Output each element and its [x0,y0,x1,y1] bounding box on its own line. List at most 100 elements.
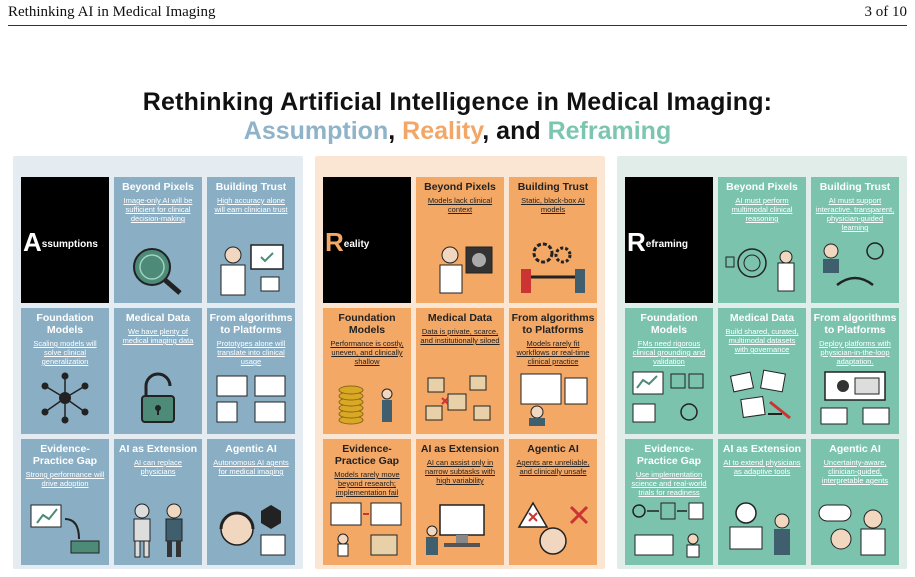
card-foundation-models: Foundation Models FMs need rigorous clin… [625,308,713,434]
computer-workstation-icon [426,504,485,555]
card-algorithms-platforms: From algorithms to Platforms Deploy plat… [811,308,899,434]
doctor-screen-icon [220,244,284,296]
card-title: Building Trust [819,181,891,193]
card-algorithms-platforms: From algorithms to Platforms Prototypes … [207,308,295,434]
card-title: Medical Data [125,312,191,324]
card-title: Building Trust [215,181,287,193]
panel-label-cell: Reframing [625,177,713,303]
coin-stack-icon [338,385,393,425]
card-beyond-pixels: Beyond Pixels AI must perform multimodal… [718,177,806,303]
card-text: Image-only AI will be sufficient for cli… [123,196,193,223]
network-hub-icon [41,372,89,424]
panel-label: Reframing [627,227,689,257]
card-medical-data: Medical Data We have plenty of medical i… [114,308,202,434]
card-title: Agentic AI [527,443,579,455]
panel-reframing: Reframing Beyond Pixels AI must perform … [617,156,907,569]
running-header: Rethinking AI in Medical Imaging 3 of 10 [8,4,907,24]
gears-handshake-icon [521,242,585,293]
card-evidence-practice: Evidence-Practice Gap Models rarely move… [323,439,411,565]
panel-label: Assumptions [23,227,98,257]
card-beyond-pixels: Beyond Pixels Models lack clinical conte… [416,177,504,303]
platform-monitor-icon [820,371,890,425]
card-title: AI as Extension [722,443,802,455]
card-building-trust: Building Trust High accuracy alone will … [207,177,295,303]
page-number: 3 of 10 [864,4,908,20]
card-text: Prototypes alone will translate into cli… [216,339,286,366]
research-gap-icon [330,502,402,557]
card-agentic-ai: Agentic AI Autonomous AI agents for medi… [207,439,295,565]
card-text: Static, black-box AI models [521,196,585,214]
card-title: Foundation Models [338,312,396,336]
panel-label: Reality [325,227,370,257]
figure-subtitle: Assumption, Reality, and Reframing [0,117,915,146]
card-title: Foundation Models [36,312,94,336]
card-beyond-pixels: Beyond Pixels Image-only AI will be suff… [114,177,202,303]
card-foundation-models: Foundation Models Scaling models will so… [21,308,109,434]
card-title: From algorithms to Platforms [511,312,595,336]
card-text: Strong performance will drive adoption [25,470,105,488]
card-text: AI must support interactive, transparent… [815,196,895,232]
card-title: From algorithms to Platforms [813,312,897,336]
card-title: From algorithms to Platforms [209,312,293,336]
card-agentic-ai: Agentic AI Uncertainty-aware, clinician-… [811,439,899,565]
card-algorithms-platforms: From algorithms to Platforms Models rare… [509,308,597,434]
panel-label-cell: Assumptions [21,177,109,303]
card-title: Beyond Pixels [122,181,194,193]
card-medical-data: Medical Data Data is private, scarce, an… [416,308,504,434]
card-ai-extension: AI as Extension AI can replace physician… [114,439,202,565]
card-text: High accuracy alone will earn clinician … [214,196,288,214]
ai-agent-head-icon [219,505,286,556]
card-title: Medical Data [427,312,493,324]
chart-arrow-icon [30,504,100,554]
panel-label-cell: Reality [323,177,411,303]
card-text: Build shared, curated, multimodal datase… [725,327,799,354]
card-title: Agentic AI [829,443,881,455]
card-title: Agentic AI [225,443,277,455]
card-agentic-ai: Agentic AI Agents are unreliable, and cl… [509,439,597,565]
title-reframing: Reframing [547,117,672,145]
card-text: Autonomous AI agents for medical imaging [213,458,289,476]
ai-assistant-icon [729,502,790,555]
title-assumption: Assumption [243,117,389,145]
validation-screens-icon [632,371,704,423]
curated-datasets-icon [729,369,791,420]
card-foundation-models: Foundation Models Performance is costly,… [323,308,411,434]
card-evidence-practice: Evidence-Practice Gap Use implementation… [625,439,713,565]
card-title: Evidence-Practice Gap [334,443,400,467]
card-text: AI can replace physicians [134,458,182,476]
header-rule [8,25,907,26]
implementation-flow-icon [632,502,704,558]
robot-human-icon [133,503,183,558]
card-text: Deploy platforms with physician-in-the-l… [819,339,891,366]
card-medical-data: Medical Data Build shared, curated, mult… [718,308,806,434]
running-title: Rethinking AI in Medical Imaging [8,4,216,20]
card-text: AI must perform multimodal clinical reas… [731,196,793,223]
card-building-trust: Building Trust Static, black-box AI mode… [509,177,597,303]
card-title: AI as Extension [420,443,500,455]
card-text: We have plenty of medical imaging data [122,327,194,345]
card-text: FMs need rigorous clinical grounding and… [632,339,706,366]
card-text: Agents are unreliable, and clinically un… [516,458,590,476]
card-title: Foundation Models [640,312,698,336]
card-ai-extension: AI as Extension AI can assist only in na… [416,439,504,565]
handshake-ai-icon [823,242,884,287]
warning-face-icon [517,501,589,555]
figure-title: Rethinking Artificial Intelligence in Me… [142,88,773,116]
card-text: Models lack clinical context [427,196,493,214]
card-text: Scaling models will solve clinical gener… [33,339,97,366]
card-text: AI to extend physicians as adaptive tool… [723,458,801,476]
brain-magnifier-icon [133,248,182,295]
card-title: Beyond Pixels [726,181,798,193]
card-title: Evidence-Practice Gap [32,443,98,467]
card-title: Evidence-Practice Gap [636,443,702,467]
card-text: Data is private, scarce, and institution… [420,327,500,345]
panel-reality: Reality Beyond Pixels Models lack clinic… [315,156,605,569]
clinician-dashboard-icon [520,373,588,426]
unlocked-padlock-icon [141,372,175,423]
card-text: Models rarely move beyond research; impl… [334,470,400,497]
card-evidence-practice: Evidence-Practice Gap Strong performance… [21,439,109,565]
reasoning-doctor-icon [818,504,886,556]
card-title: AI as Extension [118,443,198,455]
card-building-trust: Building Trust AI must support interacti… [811,177,899,303]
title-sep-2: , and [482,117,548,145]
